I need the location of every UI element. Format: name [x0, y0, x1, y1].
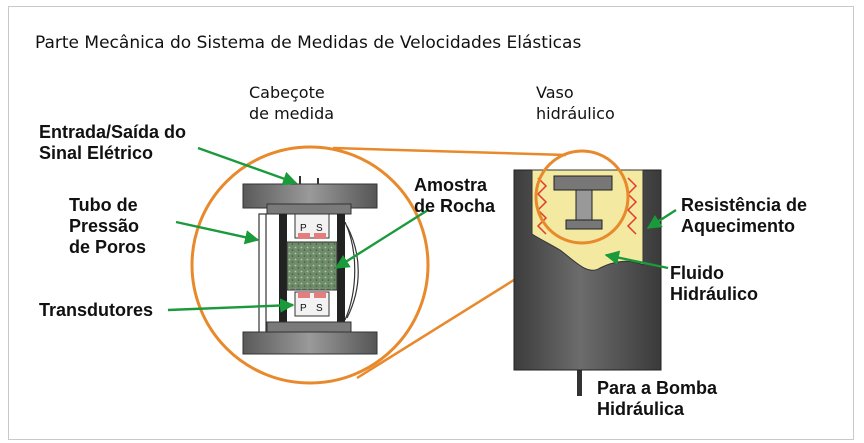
arrow-resistencia: [646, 208, 677, 230]
arrow-fluido: [604, 250, 669, 270]
label-resistencia: Resistência de Aquecimento: [681, 195, 808, 236]
arrow-entrada: [197, 146, 298, 186]
transducer-bottom-p: P: [300, 303, 307, 314]
label-tubo-pressao: Tubo de Pressão de Poros: [69, 195, 147, 257]
transducer-top-p: P: [300, 223, 307, 234]
label-entrada-saida: Entrada/Saída do Sinal Elétrico: [39, 122, 187, 163]
transducer-bottom-s: S: [316, 303, 323, 314]
header-cabecote: Cabeçote de medida: [249, 83, 335, 123]
label-amostra-rocha: Amostra de Rocha: [414, 175, 496, 216]
label-bomba: Para a Bomba Hidráulica: [597, 378, 718, 419]
label-fluido: Fluido Hidráulico: [670, 263, 759, 304]
hydraulic-vessel: [513, 149, 662, 396]
label-transdutores: Transdutores: [39, 300, 154, 320]
arrow-tubo: [175, 220, 260, 245]
header-vaso: Vaso hidráulico: [536, 83, 615, 123]
arrow-amostra: [334, 208, 429, 270]
figure-frame: [8, 6, 854, 440]
arrow-transdutores: [167, 298, 295, 313]
transducer-top-s: S: [316, 223, 323, 234]
figure-title: Parte Mecânica do Sistema de Medidas de …: [35, 33, 582, 53]
annotation-arrows: [167, 146, 677, 313]
measuring-head: P S P S: [190, 145, 430, 385]
